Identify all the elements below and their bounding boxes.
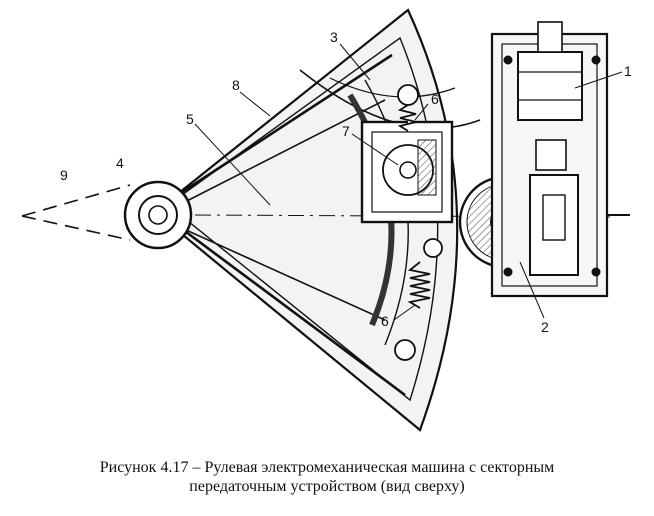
buffer-springs xyxy=(394,84,443,361)
caption-line-1: Рисунок 4.17 – Рулевая электромеханическ… xyxy=(99,459,555,476)
motor-assembly xyxy=(490,21,630,298)
rudder-stock-hub xyxy=(123,180,193,250)
callout-8: 8 xyxy=(232,77,240,93)
figure-caption: Рисунок 4.17 – Рулевая электромеханическ… xyxy=(0,458,654,496)
callout-9: 9 xyxy=(60,167,68,183)
caption-line-2: передаточным устройством (вид сверху) xyxy=(189,478,465,495)
callout-5: 5 xyxy=(186,111,194,127)
callout-6-upper: 6 xyxy=(431,91,439,107)
callout-leaders xyxy=(194,43,623,321)
callout-7: 7 xyxy=(342,123,350,139)
steering-machine-diagram: 1 2 3 4 5 6 6 7 8 9 xyxy=(21,8,632,432)
gear-box xyxy=(360,120,454,224)
callout-2: 2 xyxy=(541,319,549,335)
callout-4: 4 xyxy=(116,155,124,171)
callout-1: 1 xyxy=(624,63,632,79)
callout-3: 3 xyxy=(330,29,338,45)
sector-tiller xyxy=(153,8,481,432)
callout-6-lower: 6 xyxy=(381,313,389,329)
